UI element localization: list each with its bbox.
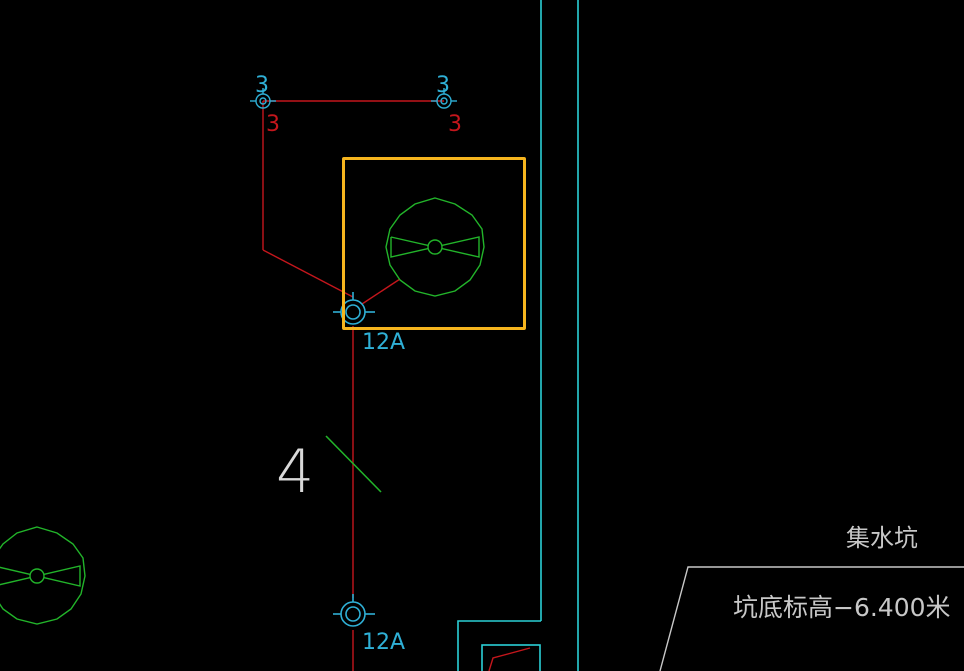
riser-node-icon	[333, 594, 375, 627]
sump-leader-line	[659, 566, 964, 671]
pipe-node-left[interactable]: 3 3	[250, 73, 280, 137]
pipe-node-tag: 3	[436, 73, 450, 98]
riser-label: 12A	[362, 630, 405, 655]
pipe-count-label: 4	[276, 437, 314, 507]
pipe-sump	[488, 647, 531, 671]
pipe-node-icon	[250, 88, 276, 109]
fan-coil-icon	[0, 526, 86, 625]
pipe-node-tag: 3	[266, 112, 280, 137]
wall-corner	[457, 620, 541, 671]
pipe-to-fan	[361, 278, 401, 305]
sump-elevation-label: 坑底标高−6.400米	[733, 593, 951, 622]
wall-lines	[457, 0, 579, 671]
sump-inner-box	[481, 644, 541, 671]
riser-label: 12A	[362, 330, 405, 355]
pipe-node-right[interactable]: 3 3	[431, 73, 462, 137]
fan-coil-unit-left[interactable]	[0, 526, 86, 625]
pipe-diagonal	[262, 249, 354, 298]
sump-title: 集水坑	[846, 524, 918, 552]
pipe-node-tag: 3	[448, 112, 462, 137]
riser-node-icon	[333, 292, 375, 325]
pipe-count-slash	[325, 435, 382, 493]
sump-annotation[interactable]: 集水坑 坑底标高−6.400米	[659, 524, 964, 671]
pipe-node-tag: 3	[255, 73, 269, 98]
pipe-node-icon	[431, 88, 457, 109]
riser-node-lower[interactable]: 12A	[333, 594, 405, 655]
fan-coil-unit-selected[interactable]	[385, 197, 485, 297]
pipe-lines	[262, 100, 531, 671]
riser-node-upper[interactable]: 12A	[333, 292, 405, 355]
fan-coil-icon	[385, 197, 485, 297]
